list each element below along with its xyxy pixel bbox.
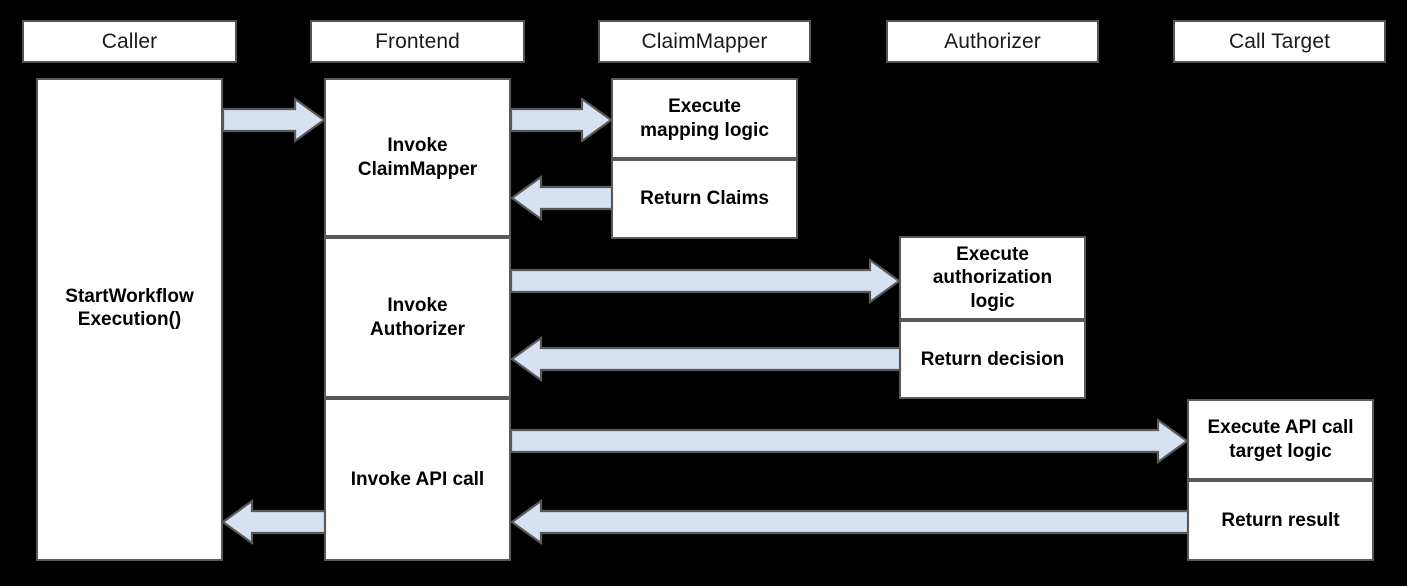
lifeline-header-authorizer[interactable]: Authorizer bbox=[886, 20, 1099, 63]
activation-authorizer-return-decision[interactable]: Return decision bbox=[899, 320, 1086, 399]
activation-frontend-invoke-authorizer-label: Invoke Authorizer bbox=[370, 295, 465, 340]
activation-claimmapper-return-claims-label: Return Claims bbox=[640, 188, 769, 210]
lifeline-header-caller[interactable]: Caller bbox=[22, 20, 237, 63]
activation-authorizer-execute-authorization-logic[interactable]: Execute authorization logic bbox=[899, 236, 1086, 320]
activation-claimmapper-execute-mapping-logic[interactable]: Execute mapping logic bbox=[611, 78, 798, 159]
message-arrow-frontend-to-authorizer[interactable] bbox=[509, 257, 901, 305]
lifeline-header-claimmapper-label: ClaimMapper bbox=[641, 29, 768, 53]
lifeline-header-caller-label: Caller bbox=[101, 29, 158, 53]
lifeline-header-claimmapper[interactable]: ClaimMapper bbox=[598, 20, 811, 63]
activation-calltarget-return-result[interactable]: Return result bbox=[1187, 480, 1374, 561]
message-arrow-frontend-to-calltarget[interactable] bbox=[509, 417, 1189, 465]
lifeline-header-frontend[interactable]: Frontend bbox=[310, 20, 525, 63]
activation-frontend-invoke-api-call[interactable]: Invoke API call bbox=[324, 398, 511, 561]
lifeline-header-authorizer-label: Authorizer bbox=[944, 29, 1041, 53]
message-arrow-caller-to-frontend[interactable] bbox=[221, 96, 326, 144]
activation-authorizer-execute-authorization-logic-label: Execute authorization logic bbox=[932, 244, 1053, 312]
lifeline-header-calltarget[interactable]: Call Target bbox=[1173, 20, 1386, 63]
activation-claimmapper-return-claims[interactable]: Return Claims bbox=[611, 159, 798, 239]
message-arrow-frontend-to-claimmapper[interactable] bbox=[509, 96, 613, 144]
activation-caller-startworkflow[interactable]: StartWorkflow Execution() bbox=[36, 78, 223, 561]
activation-calltarget-execute-api-call-target-logic-label: Execute API call target logic bbox=[1207, 417, 1354, 462]
lifeline-header-calltarget-label: Call Target bbox=[1228, 29, 1331, 53]
activation-calltarget-return-result-label: Return result bbox=[1221, 509, 1340, 531]
activation-caller-startworkflow-label: StartWorkflow Execution() bbox=[65, 286, 194, 331]
message-arrow-claimmapper-to-frontend[interactable] bbox=[510, 174, 614, 222]
message-arrow-authorizer-to-frontend[interactable] bbox=[510, 335, 902, 383]
activation-claimmapper-execute-mapping-logic-label: Execute mapping logic bbox=[640, 96, 769, 141]
activation-frontend-invoke-claimmapper-label: Invoke ClaimMapper bbox=[357, 135, 478, 180]
message-arrow-calltarget-to-frontend[interactable] bbox=[510, 498, 1190, 546]
activation-authorizer-return-decision-label: Return decision bbox=[920, 348, 1065, 370]
activation-calltarget-execute-api-call-target-logic[interactable]: Execute API call target logic bbox=[1187, 399, 1374, 480]
activation-frontend-invoke-api-call-label: Invoke API call bbox=[350, 468, 485, 490]
lifeline-header-frontend-label: Frontend bbox=[375, 29, 460, 53]
activation-frontend-invoke-authorizer[interactable]: Invoke Authorizer bbox=[324, 237, 511, 398]
activation-frontend-invoke-claimmapper[interactable]: Invoke ClaimMapper bbox=[324, 78, 511, 237]
message-arrow-frontend-to-caller[interactable] bbox=[221, 498, 327, 546]
